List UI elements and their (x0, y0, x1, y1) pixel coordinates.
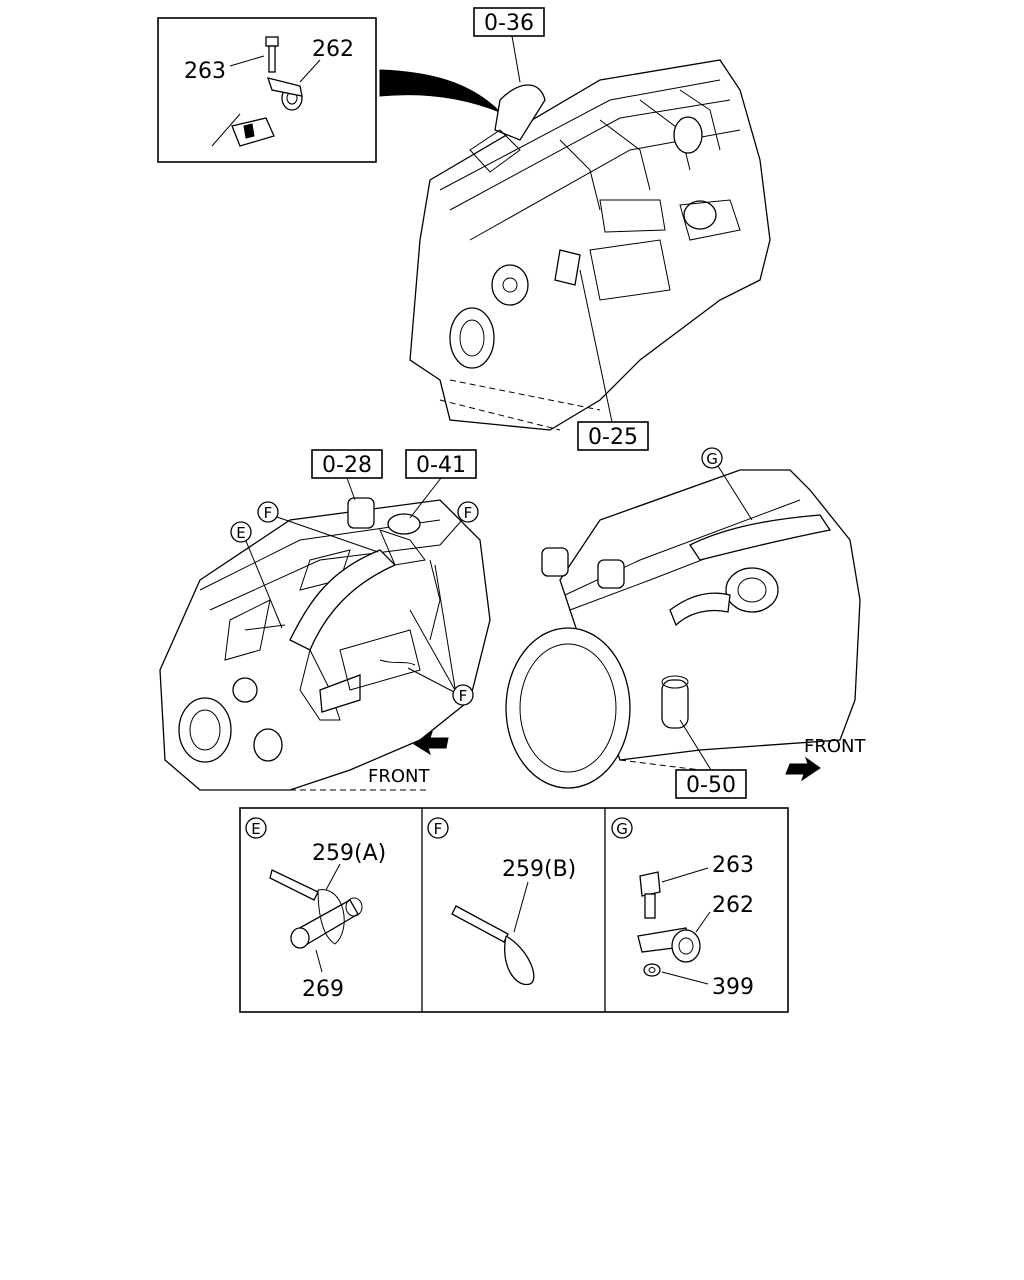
ref-box-025 (577, 421, 649, 451)
marker-f-label-bottom: F (459, 687, 468, 705)
detail-g-bolt-icon (639, 871, 661, 919)
detail-g-clip-number: 262 (712, 893, 754, 918)
top-engine-block (409, 59, 771, 431)
detail-f-marker: F (434, 820, 443, 838)
inset-clip-icon (211, 77, 303, 147)
top-engine-pulley (449, 307, 495, 369)
detail-panel-f: F 259(B) (427, 817, 576, 986)
front-label-right: FRONT (804, 736, 866, 757)
right-engine-illustration: 0-50 G FRONT (505, 447, 866, 799)
right-engine-flywheel (505, 627, 631, 789)
inset-leader-262 (299, 59, 321, 83)
detail-e-pipe-icon (290, 897, 363, 949)
marker-f-circle-right (457, 501, 479, 523)
marker-f-circle-left (257, 501, 279, 523)
marker-e-circle (230, 521, 252, 543)
top-engine-starter (683, 200, 717, 230)
front-label-left: FRONT (368, 766, 430, 787)
right-engine-cap-a (541, 547, 569, 577)
detail-panel-g: G 263 262 399 (611, 817, 754, 1000)
detail-e-band-icon (269, 869, 345, 945)
detail-g-clip-icon (637, 927, 701, 963)
ref-label-025: 0-25 (588, 425, 638, 450)
front-arrow-left (413, 730, 449, 756)
marker-g-label: G (706, 450, 718, 468)
inset-clip-number: 262 (312, 37, 354, 62)
left-engine-cap-028 (347, 497, 375, 529)
right-engine-block (559, 469, 861, 761)
right-engine-cap-b (597, 559, 625, 589)
detail-panel-e: E 259(A) 269 (245, 817, 386, 1002)
detail-g-nut-number: 399 (712, 975, 754, 1000)
top-engine-intake-pipe (494, 84, 546, 141)
detail-panels: E 259(A) 269 F 259(B) (239, 807, 789, 1013)
detail-e-marker-circle (245, 817, 267, 839)
detail-f-band-icon (451, 905, 535, 986)
left-engine-coolant-hose (289, 549, 397, 651)
marker-f-circle-bottom (452, 684, 474, 706)
ref-label-028: 0-28 (322, 453, 372, 478)
detail-g-bolt-number: 263 (712, 853, 754, 878)
detail-e-marker: E (251, 820, 260, 838)
detail-e-band-number: 259(A) (312, 841, 386, 866)
inset-bolt-icon (265, 36, 279, 73)
right-engine-filter-050 (661, 679, 689, 729)
ref-label-036: 0-36 (484, 11, 534, 36)
detail-e-pipe-number: 269 (302, 977, 344, 1002)
inset-leader-263 (229, 55, 265, 67)
left-engine-fan-pulley (178, 697, 232, 763)
inset-bolt-number: 263 (184, 59, 226, 84)
marker-f-label-left: F (264, 504, 273, 522)
ref-label-041: 0-41 (416, 453, 466, 478)
detail-g-nut-icon (643, 963, 661, 977)
inset-pointer-arrow (379, 69, 501, 113)
detail-g-marker: G (616, 820, 628, 838)
detail-f-marker-circle (427, 817, 449, 839)
ref-box-050 (675, 769, 747, 799)
front-arrow-right (785, 756, 821, 782)
ref-box-036 (473, 7, 545, 37)
marker-g-circle (701, 447, 723, 469)
marker-e-label: E (236, 524, 245, 542)
detail-f-band-number: 259(B) (502, 857, 576, 882)
right-engine-bellow (725, 567, 779, 613)
left-engine-illustration: 0-28 0-41 E F F F FRONT (159, 449, 491, 791)
top-engine-illustration: 263 262 0-36 0-25 (157, 7, 771, 451)
left-engine-cap-041 (387, 513, 421, 535)
ref-label-050: 0-50 (686, 773, 736, 798)
right-engine-upper-hose (689, 514, 832, 561)
detail-g-marker-circle (611, 817, 633, 839)
marker-f-label-right: F (464, 504, 473, 522)
